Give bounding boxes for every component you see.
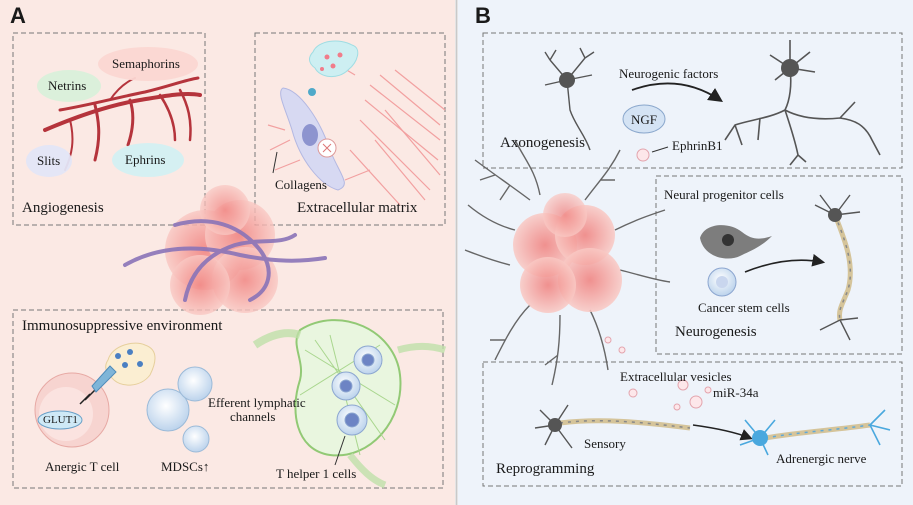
ev-vesicles: [628, 379, 712, 411]
label-extracellular-vesicles: Extracellular vesicles: [620, 369, 732, 384]
reprogramming-arrow: [692, 424, 753, 441]
label-efferent-1: Efferent lymphatic: [208, 395, 306, 410]
fibroblast-nucleus: [302, 124, 318, 146]
label-neural-progenitor: Neural progenitor cells: [664, 187, 784, 202]
immuno-title: Immunosuppressive environment: [22, 318, 223, 334]
mdscs-increase-arrow: ↑: [202, 459, 210, 474]
neurogenesis-arrow: [744, 253, 826, 273]
neurogenesis-title: Neurogenesis: [675, 324, 757, 340]
label-neurogenic-factors: Neurogenic factors: [619, 66, 719, 81]
ngf-bubble: [622, 104, 666, 134]
neural-progenitor-cell: [700, 225, 772, 259]
label-efferent-2: channels: [230, 409, 276, 424]
angiogenesis-title: Angiogenesis: [22, 200, 104, 216]
t-helper-pointer: [334, 435, 346, 466]
label-t-helper: T helper 1 cells: [276, 466, 357, 481]
small-neuron: [544, 47, 595, 151]
tumor-b: [513, 193, 622, 313]
nerve-fibers: [464, 139, 671, 386]
glut1-receptor: [37, 410, 83, 430]
label-ephrinb1: EphrinB1: [672, 138, 723, 153]
blood-vessels: [43, 76, 202, 171]
slits-bubble: [26, 145, 72, 177]
axonogenesis-box: [482, 32, 903, 169]
ephrins-bubble: [112, 143, 184, 177]
ecm-fibers: [123, 219, 327, 302]
label-mdscs: MDSCs↑: [161, 459, 210, 474]
ecm-box: [254, 32, 446, 226]
panel-label-b: B: [475, 3, 491, 28]
mdsc-cells: [146, 366, 213, 453]
semaphorins-bubble: [98, 47, 198, 81]
collagen-fibers: [267, 59, 446, 206]
netrins-bubble: [37, 70, 101, 102]
adrenergic-neuron: [739, 409, 891, 456]
label-mir-34a: miR-34a: [713, 385, 759, 400]
t-helper-cells: [331, 345, 383, 436]
label-semaphorins: Semaphorins: [112, 56, 180, 71]
label-ephrins: Ephrins: [125, 152, 166, 167]
ecm-title: Extracellular matrix: [297, 200, 418, 216]
collagens-pointer: [272, 151, 278, 174]
neurogenesis-box: [655, 175, 903, 355]
reprogramming-box: [482, 361, 903, 487]
differentiated-neuron: [814, 194, 861, 341]
label-adrenergic-nerve: Adrenergic nerve: [776, 451, 867, 466]
label-slits: Slits: [37, 153, 61, 168]
neurogenic-arrow: [631, 82, 723, 102]
label-anergic-t-cell: Anergic T cell: [45, 459, 120, 474]
sensory-neuron: [534, 404, 691, 449]
label-ngf: NGF: [631, 112, 658, 127]
label-netrins: Netrins: [48, 78, 87, 93]
label-sensory: Sensory: [584, 436, 626, 451]
label-collagens: Collagens: [275, 177, 327, 192]
reprogramming-title: Reprogramming: [496, 461, 595, 477]
panel-label-a: A: [10, 3, 26, 28]
angiogenesis-box: [12, 32, 206, 226]
label-cancer-stem-cells: Cancer stem cells: [698, 300, 790, 315]
branched-neuron: [724, 40, 881, 166]
axonogenesis-title: Axonogenesis: [500, 135, 585, 151]
label-glut1: GLUT1: [43, 414, 78, 426]
ephrinb1-vesicle: [636, 148, 650, 162]
